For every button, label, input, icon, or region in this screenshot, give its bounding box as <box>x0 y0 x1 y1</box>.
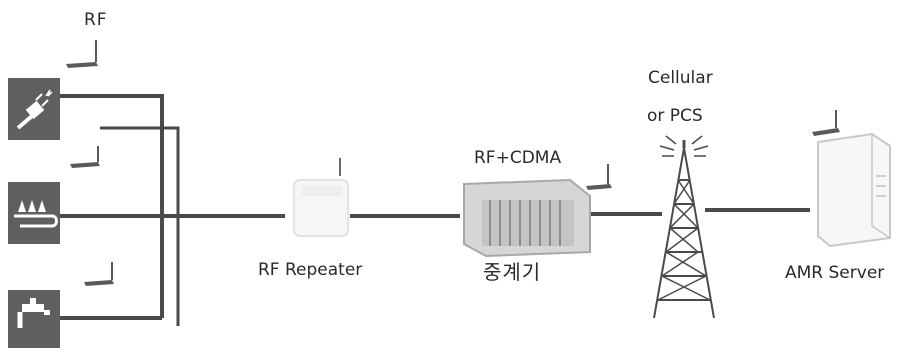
electric-meter <box>8 78 60 140</box>
gas-meter-box <box>8 182 60 244</box>
rf-cdma-label: RF+CDMA <box>474 150 561 167</box>
connection-lines <box>60 96 810 326</box>
relay-korean-label: 중계기 <box>483 262 541 282</box>
gas-meter <box>8 182 60 244</box>
secondary-bus-line <box>100 128 178 326</box>
rf-module-gas <box>70 146 100 168</box>
water-meter <box>8 290 60 348</box>
rf-repeater-label: RF Repeater <box>258 262 362 279</box>
cellular-label-line1: Cellular <box>648 70 713 87</box>
rf-module-electric <box>66 40 98 68</box>
rf-module-water <box>84 262 114 286</box>
amr-server-device <box>812 110 890 246</box>
cellular-tower <box>654 136 714 318</box>
amr-server-label: AMR Server <box>785 265 884 282</box>
cellular-label-line2: or PCS <box>647 108 703 125</box>
rf-repeater-device <box>294 158 348 236</box>
rf-label: RF <box>84 12 108 29</box>
relay-equipment-rack <box>464 164 612 256</box>
